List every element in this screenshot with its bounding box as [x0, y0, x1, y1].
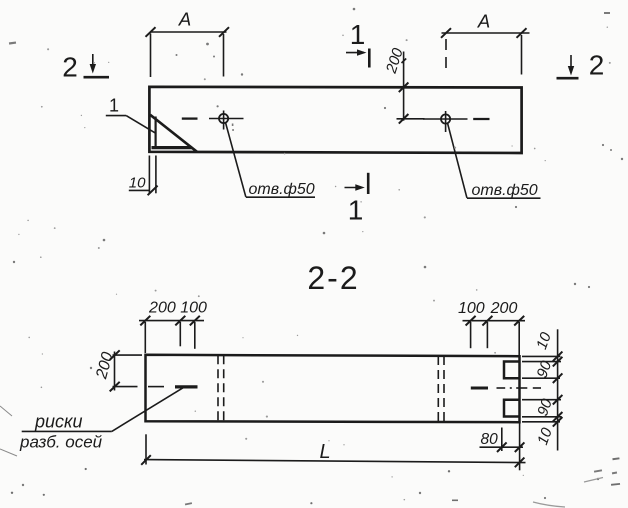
svg-text:200: 200 [93, 350, 117, 381]
svg-text:90: 90 [534, 396, 556, 418]
svg-text:100: 100 [180, 299, 207, 316]
svg-text:200: 200 [490, 300, 518, 317]
svg-text:100: 100 [458, 300, 485, 317]
svg-text:L: L [319, 441, 330, 463]
svg-text:A: A [477, 11, 490, 32]
svg-text:2: 2 [589, 50, 605, 81]
svg-text:1: 1 [350, 19, 366, 50]
svg-text:200: 200 [148, 299, 176, 316]
svg-text:2-2: 2-2 [307, 260, 359, 296]
svg-text:80: 80 [481, 431, 499, 448]
svg-text:10: 10 [129, 175, 146, 192]
svg-text:риски: риски [34, 412, 83, 432]
svg-text:10: 10 [533, 330, 555, 352]
svg-text:разб. осей: разб. осей [19, 433, 103, 452]
svg-text:1: 1 [109, 96, 119, 116]
svg-text:отв.ф50: отв.ф50 [249, 181, 315, 198]
svg-text:1: 1 [348, 195, 364, 226]
svg-text:отв.ф50: отв.ф50 [472, 182, 538, 199]
svg-text:2: 2 [62, 52, 78, 83]
svg-text:90: 90 [534, 358, 556, 380]
svg-text:10: 10 [534, 425, 556, 447]
svg-text:A: A [178, 9, 191, 30]
